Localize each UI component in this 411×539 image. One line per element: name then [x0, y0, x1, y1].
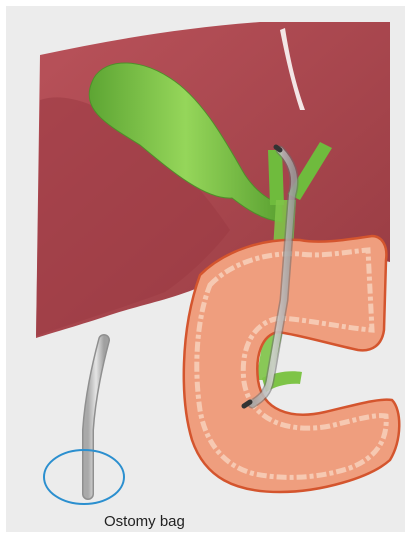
- ostomy-bag-label: Ostomy bag: [104, 513, 185, 530]
